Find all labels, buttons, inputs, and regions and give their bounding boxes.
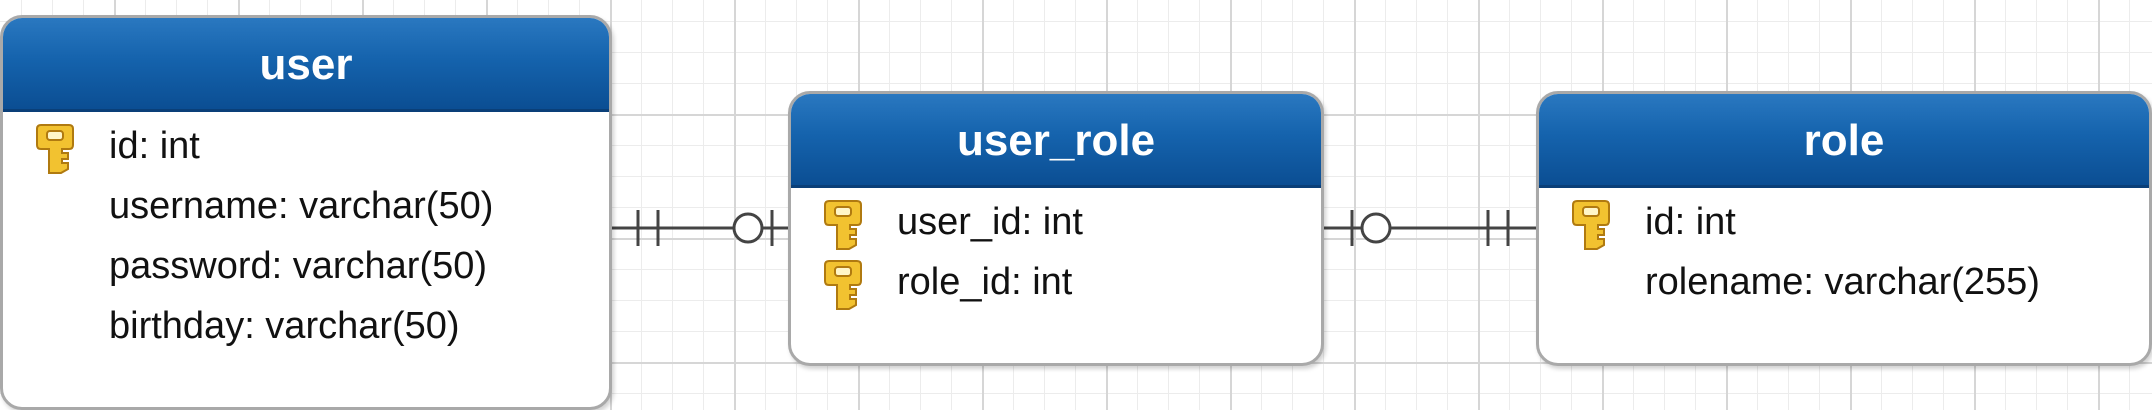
attribute-row[interactable]: id: int (3, 116, 609, 176)
entity-title: role (1539, 94, 2149, 188)
entity-user[interactable]: user id: int username: varchar(50) passw… (0, 15, 612, 410)
primary-key-icon (1571, 198, 1611, 250)
relationship-user-role-role[interactable] (1324, 210, 1536, 246)
primary-key-icon (35, 122, 75, 174)
attribute-list: id: int username: varchar(50) password: … (3, 112, 609, 356)
attribute-text: birthday: varchar(50) (109, 305, 460, 347)
attribute-text: user_id: int (897, 201, 1083, 243)
primary-key-icon (823, 258, 863, 310)
er-diagram: user id: int username: varchar(50) passw… (0, 15, 2152, 410)
attribute-row[interactable]: password: varchar(50) (3, 236, 609, 296)
attribute-row[interactable]: username: varchar(50) (3, 176, 609, 236)
attribute-text: rolename: varchar(255) (1645, 261, 2040, 303)
entity-role[interactable]: role id: int rolename: varchar(255) (1536, 91, 2152, 366)
relationship-user-user-role[interactable] (612, 210, 788, 246)
attribute-text: username: varchar(50) (109, 185, 494, 227)
entity-title: user_role (791, 94, 1321, 188)
primary-key-icon (823, 198, 863, 250)
attribute-text: role_id: int (897, 261, 1073, 303)
relationship-connectors (612, 210, 1536, 246)
attribute-row[interactable]: rolename: varchar(255) (1539, 252, 2149, 312)
entity-title: user (3, 18, 609, 112)
attribute-row[interactable]: role_id: int (791, 252, 1321, 312)
attribute-text: password: varchar(50) (109, 245, 488, 287)
attribute-row[interactable]: id: int (1539, 192, 2149, 252)
attribute-text: id: int (109, 125, 200, 167)
attribute-list: id: int rolename: varchar(255) (1539, 188, 2149, 312)
entity-user-role[interactable]: user_role user_id: int role_id: int (788, 91, 1324, 366)
attribute-row[interactable]: birthday: varchar(50) (3, 296, 609, 356)
attribute-list: user_id: int role_id: int (791, 188, 1321, 312)
attribute-row[interactable]: user_id: int (791, 192, 1321, 252)
attribute-text: id: int (1645, 201, 1736, 243)
